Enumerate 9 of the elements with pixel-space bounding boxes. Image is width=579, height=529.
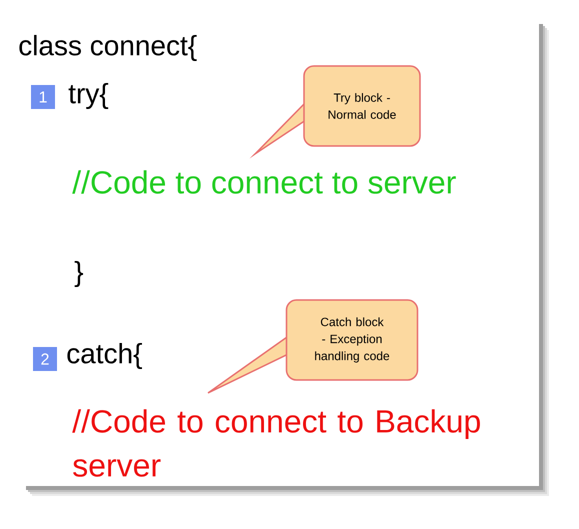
callout-bubble: Catch block - Exception handling code <box>207 299 418 394</box>
try-keyword: try{ <box>68 82 108 110</box>
catch-keyword: catch{ <box>67 342 142 370</box>
callout-number: 1 <box>31 84 55 109</box>
callout-number: 2 <box>33 347 57 371</box>
closing-brace: } <box>74 260 84 288</box>
code-comment: //Code to connect to Backup server <box>72 409 480 477</box>
class-declaration: class connect{ <box>19 34 197 62</box>
callout-bubble: Try block - Normal code <box>249 65 421 159</box>
